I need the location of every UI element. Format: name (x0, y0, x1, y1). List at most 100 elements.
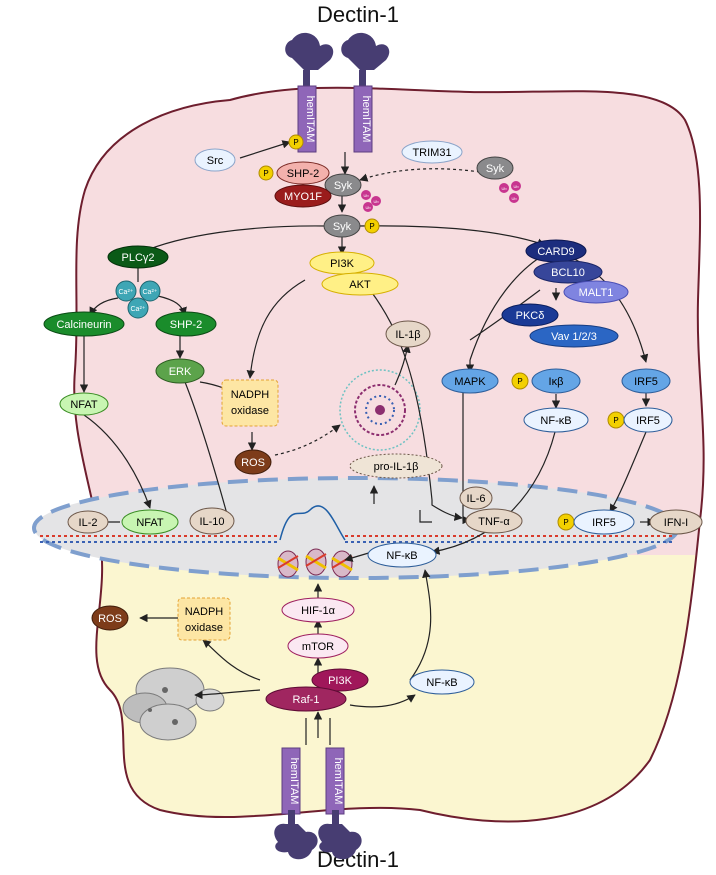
svg-text:TNF-α: TNF-α (478, 516, 510, 528)
svg-text:NADPH: NADPH (185, 606, 224, 618)
svg-text:ROS: ROS (241, 457, 265, 469)
il10-node: IL-10 (189, 507, 235, 535)
svg-text:hemITAM: hemITAM (332, 758, 344, 805)
dectin1-receptor-top-right (341, 32, 390, 100)
dectin1-top-title: Dectin-1 (317, 2, 399, 27)
inflammasome-icon (339, 369, 421, 451)
myo1f-node: MYO1F (274, 184, 332, 208)
svg-text:P: P (563, 518, 568, 527)
dectin1-receptor-bottom-left (274, 810, 318, 860)
cell-membrane (73, 86, 705, 823)
mapk-node: MAPK (441, 368, 499, 394)
svg-text:PI3K: PI3K (330, 258, 355, 270)
svg-text:Ca²⁺: Ca²⁺ (143, 289, 158, 296)
svg-text:Ub: Ub (373, 199, 379, 204)
svg-text:IRF5: IRF5 (592, 517, 616, 529)
svg-text:Ca²⁺: Ca²⁺ (119, 289, 134, 296)
il6-node: IL-6 (459, 486, 493, 510)
svg-text:CARD9: CARD9 (537, 246, 574, 258)
svg-text:Src: Src (207, 155, 224, 167)
svg-text:IL-1β: IL-1β (395, 329, 420, 341)
ubiquitin-upper-right: Ub Ub Ub (499, 181, 521, 203)
phospho-ikb: P (511, 372, 529, 390)
phospho-syk: P (364, 218, 380, 234)
il2-node: IL-2 (67, 510, 109, 534)
dectin1-receptor-top-left (285, 32, 334, 100)
svg-text:IRF5: IRF5 (636, 415, 660, 427)
hemitam-top-left: hemITAM (297, 85, 317, 153)
pi3k-lower-node: PI3K (311, 668, 369, 692)
svg-text:NFAT: NFAT (136, 517, 164, 529)
src-node: Src (194, 148, 236, 172)
svg-text:P: P (369, 222, 374, 231)
ifni-node: IFN-I (649, 509, 703, 535)
svg-text:Syk: Syk (334, 180, 353, 192)
nfkb-cytoplasm-node: NF-κB (523, 407, 589, 433)
svg-text:IL-2: IL-2 (79, 517, 98, 529)
nfkb-nuclear-node: NF-κB (367, 542, 437, 568)
svg-text:IFN-I: IFN-I (664, 517, 688, 529)
nfkb-lower-node: NF-κB (409, 669, 475, 695)
ros-upper: ROS (234, 449, 272, 475)
svg-text:IL-6: IL-6 (467, 493, 486, 505)
pro-il1b-node: pro-IL-1β (349, 453, 443, 479)
hemitam-bottom-left: hemITAM (281, 747, 301, 815)
shp2-left-node: SHP-2 (155, 311, 217, 337)
calcium-ions: Ca²⁺ Ca²⁺ Ca²⁺ (115, 280, 161, 319)
il1b-node: IL-1β (385, 320, 431, 348)
calcineurin-node: Calcineurin (43, 311, 125, 337)
dna-strand (40, 505, 672, 543)
svg-text:NFAT: NFAT (70, 399, 98, 411)
svg-text:pro-IL-1β: pro-IL-1β (374, 461, 419, 473)
hif1a-node: HIF-1α (281, 597, 355, 623)
syk-upper-right-node: Syk (476, 156, 514, 180)
vav-node: Vav 1/2/3 (529, 324, 619, 348)
trim31-node: TRIM31 (401, 140, 463, 164)
svg-text:SHP-2: SHP-2 (170, 319, 202, 331)
svg-text:BCL10: BCL10 (551, 267, 585, 279)
svg-text:Syk: Syk (333, 221, 352, 233)
tnfa-node: TNF-α (465, 508, 523, 534)
svg-text:TRIM31: TRIM31 (412, 147, 451, 159)
svg-text:hemITAM: hemITAM (360, 96, 372, 143)
svg-text:hemITAM: hemITAM (288, 758, 300, 805)
svg-text:P: P (517, 377, 522, 386)
svg-text:Iκβ: Iκβ (549, 376, 564, 388)
chromatin-icon (277, 548, 353, 578)
pkcd-node: PKCδ (501, 303, 559, 327)
hemitam-top-right: hemITAM (353, 85, 373, 153)
irf5-phospho-node: IRF5 (623, 407, 673, 433)
svg-text:hemITAM: hemITAM (304, 96, 316, 143)
svg-text:MALT1: MALT1 (579, 287, 614, 299)
malt1-node: MALT1 (563, 280, 629, 304)
nadph-oxidase-lower: NADPH oxidase (177, 597, 231, 641)
svg-text:ROS: ROS (98, 613, 122, 625)
plcg2-node: PLCγ2 (107, 245, 169, 269)
card9-node: CARD9 (525, 239, 587, 263)
svg-text:Raf-1: Raf-1 (293, 694, 320, 706)
svg-text:P: P (613, 416, 618, 425)
svg-text:SHP-2: SHP-2 (287, 168, 319, 180)
svg-text:Ub: Ub (501, 186, 507, 191)
svg-text:PKCδ: PKCδ (516, 310, 545, 322)
svg-text:AKT: AKT (349, 279, 371, 291)
nadph-oxidase-upper: NADPH oxidase (221, 379, 279, 427)
svg-text:P: P (293, 138, 298, 147)
svg-text:Ub: Ub (363, 193, 369, 198)
irf5-cytoplasm-node: IRF5 (621, 368, 671, 394)
svg-text:HIF-1α: HIF-1α (301, 605, 336, 617)
syk-top-node: Syk (324, 173, 362, 197)
svg-text:PI3K: PI3K (328, 675, 353, 687)
ros-lower: ROS (91, 605, 129, 631)
irf5-nuclear-node: IRF5 (573, 509, 635, 535)
bcl10-node: BCL10 (533, 260, 603, 284)
svg-text:Ub: Ub (365, 205, 371, 210)
phospho-src: P (288, 134, 304, 150)
svg-text:MAPK: MAPK (454, 376, 486, 388)
svg-text:NF-κB: NF-κB (386, 550, 417, 562)
phospho-irf5-cytoplasm: P (607, 411, 625, 429)
phospho-shp2: P (258, 165, 274, 181)
ubiquitin-top: Ub Ub Ub (361, 190, 381, 212)
phospho-irf5-nuclear: P (557, 513, 575, 531)
